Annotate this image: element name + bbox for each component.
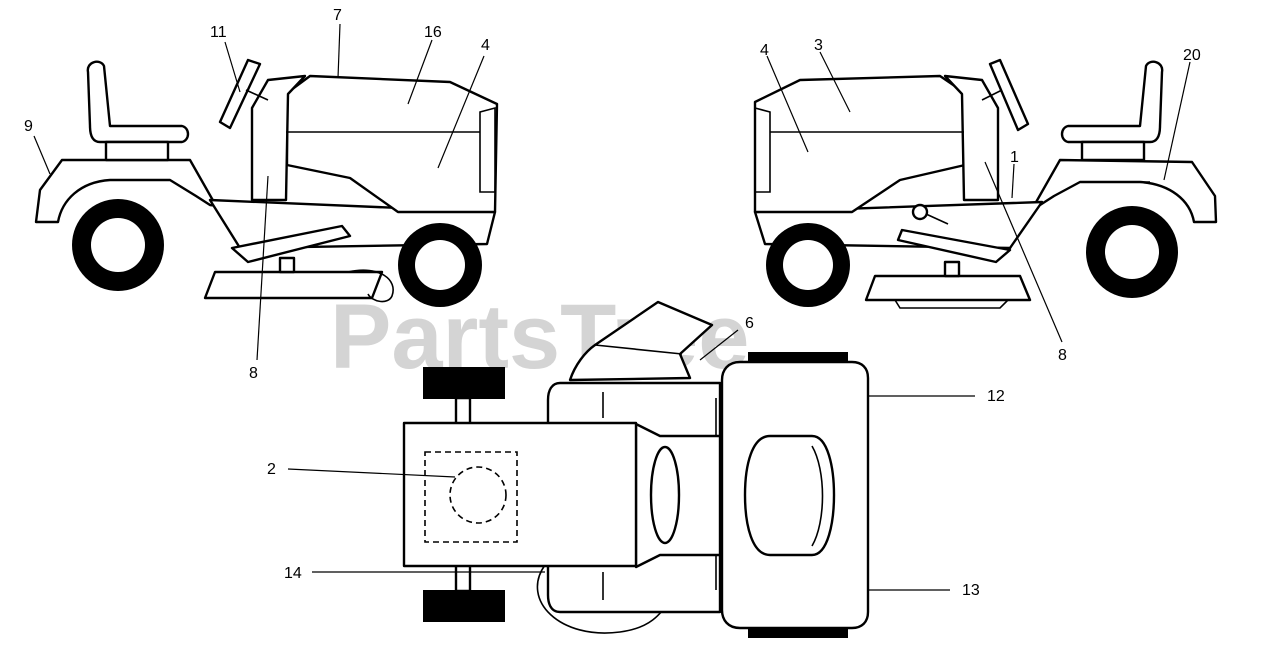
- callout-11: 11: [210, 24, 227, 41]
- seat-right: [1060, 60, 1164, 144]
- dash-console-right: [943, 74, 1000, 202]
- hood-top-oval: [743, 434, 836, 557]
- callout-8-right: 8: [1058, 347, 1067, 364]
- leader-lines: [33, 23, 1191, 591]
- rear-wheel-hub-left: [91, 218, 145, 272]
- foot-pedal-left: [230, 224, 352, 264]
- seat-base-left: [104, 140, 170, 162]
- dash-console-left: [250, 74, 307, 202]
- leader-4-right: [766, 55, 809, 153]
- seat-left: [86, 60, 190, 144]
- tractor-top-view: [402, 300, 870, 638]
- callout-14: 14: [284, 565, 302, 582]
- rear-wheel-hub-right: [1105, 225, 1159, 279]
- callout-4-right: 4: [760, 42, 769, 59]
- front-wheel-hub-left: [415, 240, 465, 290]
- callout-8-left: 8: [249, 365, 258, 382]
- leader-20: [1163, 61, 1191, 181]
- callout-3: 3: [814, 37, 823, 54]
- rear-tire-top-upper: [423, 367, 505, 399]
- tractor-right-side-view: [753, 58, 1218, 309]
- leader-3: [819, 51, 851, 113]
- callout-6: 6: [745, 315, 754, 332]
- hood-oval-inner: [811, 445, 824, 547]
- leader-1: [1011, 163, 1015, 199]
- hood-grille-left: [479, 106, 496, 193]
- callout-9: 9: [24, 118, 33, 135]
- callout-4-left: 4: [481, 37, 490, 54]
- lift-lever-right: [925, 213, 949, 225]
- deck-hanger-right: [943, 260, 961, 278]
- rear-tire-top-lower: [423, 590, 505, 622]
- mower-deck-left: [203, 270, 384, 300]
- leader-8-left: [256, 175, 269, 361]
- deck-hanger-left: [278, 256, 296, 274]
- leader-2: [287, 468, 456, 478]
- steering-column-left: [245, 89, 269, 101]
- deck-outline-top: [536, 564, 671, 634]
- leader-7: [337, 23, 341, 79]
- callout-labels: 11 7 16 4 9 8 4 3 20 1 8 6 12 13 2 14: [24, 7, 1201, 599]
- callout-12: 12: [987, 388, 1005, 405]
- foot-pedal-right: [896, 228, 1012, 264]
- callout-2: 2: [267, 461, 276, 478]
- discharge-chute-top: [568, 300, 714, 382]
- discharge-chute-left: [347, 269, 394, 303]
- mower-deck-right: [864, 274, 1032, 302]
- leader-9: [33, 135, 51, 175]
- hood-left: [285, 74, 499, 214]
- hood-grille-right: [754, 106, 771, 193]
- tractor-left-side-view: [34, 58, 499, 307]
- rear-axle-upper: [454, 396, 472, 426]
- leader-8-right: [984, 161, 1063, 343]
- callout-16: 16: [424, 24, 442, 41]
- callout-7: 7: [333, 7, 342, 24]
- fuel-cap-top: [449, 466, 507, 524]
- rear-body-top: [402, 421, 638, 568]
- callout-1: 1: [1010, 149, 1019, 166]
- rear-axle-lower: [454, 563, 472, 593]
- front-wheel-hub-right: [783, 240, 833, 290]
- steering-wheel-top: [649, 445, 681, 545]
- leader-11: [224, 41, 241, 93]
- callout-20: 20: [1183, 47, 1201, 64]
- callout-13: 13: [962, 582, 980, 599]
- leader-4-left: [437, 55, 485, 169]
- steering-wheel-right: [988, 58, 1030, 132]
- hood-right: [753, 74, 967, 214]
- steering-wheel-left: [218, 58, 262, 130]
- leader-16: [407, 39, 433, 105]
- fuel-cap-decal-area: [424, 451, 518, 543]
- chute-fold-line: [594, 344, 683, 355]
- steering-column-right: [981, 89, 1003, 101]
- seat-base-right: [1080, 140, 1146, 162]
- discharge-chute-right: [894, 299, 1009, 309]
- leader-6: [699, 329, 739, 361]
- lift-lever-knob-right: [911, 203, 929, 221]
